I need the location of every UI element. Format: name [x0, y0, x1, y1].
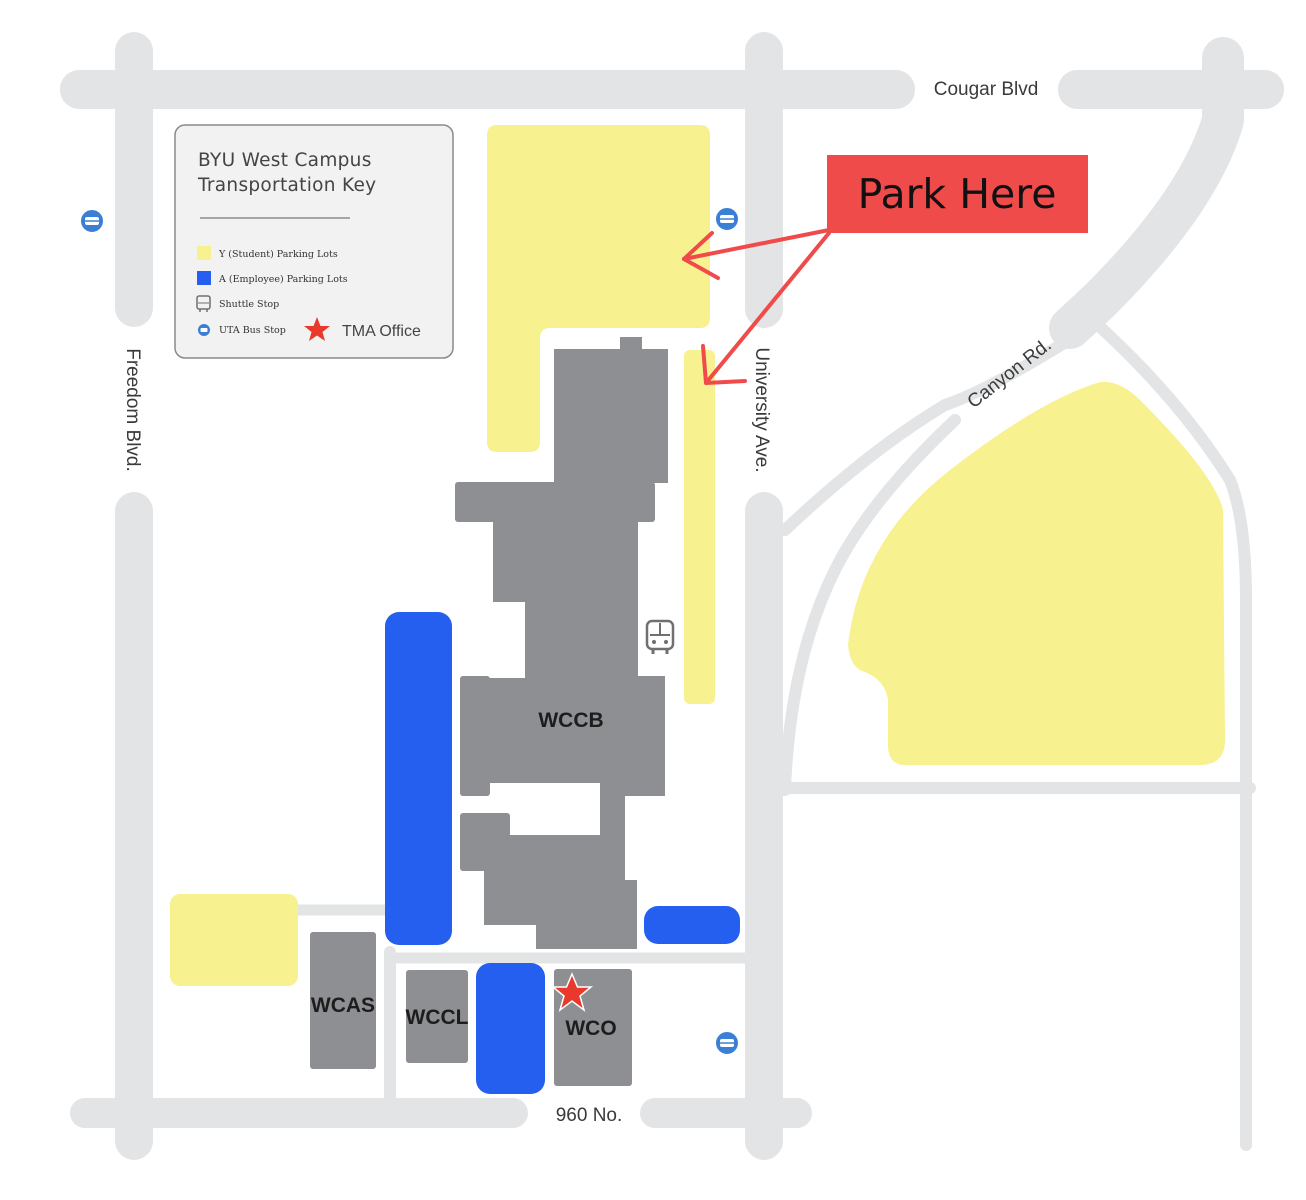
uta-bus-stop-icon[interactable] [79, 208, 105, 234]
road-east-curve [1092, 319, 1252, 1151]
roads [60, 32, 1284, 1160]
key-uta-bus-icon [198, 324, 210, 336]
transportation-key: BYU West Campus Transportation Key Y (St… [174, 124, 454, 359]
key-blue-square-icon [197, 271, 211, 285]
arrow-head-university-strip [701, 344, 747, 385]
arrow-head-north-lot [682, 231, 720, 280]
employee-lot-south [476, 963, 545, 1094]
key-yellow-square-icon [197, 246, 211, 260]
road-960-north-west [70, 1098, 528, 1128]
road-cougar-blvd-west [60, 70, 915, 109]
label-wco: WCO [565, 1017, 616, 1040]
arrow-to-north-lot [682, 228, 831, 261]
shuttle-stop-bus-icon[interactable] [645, 619, 675, 654]
label-wccl: WCCL [406, 1006, 469, 1029]
road-canyon-rd [1049, 37, 1244, 349]
key-item-uta-bus-stop: UTA Bus Stop [219, 325, 286, 336]
label-canyon-rd: Canyon Rd. [964, 335, 1056, 413]
student-lots [170, 125, 1225, 986]
road-cougar-blvd-east [1058, 70, 1284, 109]
road-university-ave-south [745, 492, 783, 1160]
uta-bus-stop-icon[interactable] [714, 206, 740, 232]
road-freedom-blvd-south [115, 492, 153, 1160]
park-here-text: Park Here [858, 170, 1057, 218]
key-title-line1: BYU West Campus [198, 150, 372, 171]
arrow-to-university-strip [704, 231, 831, 385]
label-wccb: WCCB [538, 709, 603, 732]
key-tma-office-label: TMA Office [342, 323, 421, 340]
label-960-north: 960 No. [556, 1105, 623, 1126]
key-item-student-lots: Y (Student) Parking Lots [218, 249, 338, 260]
key-title-line2: Transportation Key [197, 175, 376, 196]
label-wcas: WCAS [311, 994, 375, 1017]
park-here-box [827, 155, 1088, 233]
employee-lots [385, 612, 740, 1094]
student-lot-canyon [848, 381, 1225, 765]
road-canyon-rd-ramp-2 [779, 414, 961, 796]
student-lot-university-strip [684, 350, 715, 704]
student-lot-north [487, 125, 710, 452]
key-bus-icon [196, 295, 211, 312]
key-item-employee-lots: A (Employee) Parking Lots [218, 274, 348, 285]
building-wccb [455, 337, 668, 949]
tma-office-star-icon[interactable] [550, 972, 594, 1012]
label-freedom-blvd: Freedom Blvd. [122, 348, 143, 472]
road-canyon-rd-ramp-1 [779, 324, 1091, 536]
key-item-shuttle-stop: Shuttle Stop [219, 299, 279, 310]
road-freedom-blvd-north [115, 32, 153, 327]
key-box [174, 124, 454, 359]
key-red-star-icon [304, 317, 330, 341]
uta-bus-stop-icon[interactable] [714, 1030, 740, 1056]
park-here-callout: Park Here [682, 155, 1088, 385]
employee-lot-east [644, 906, 740, 944]
road-960-north-east [640, 1098, 812, 1128]
building-wcas [310, 932, 376, 1069]
employee-lot-west [385, 612, 452, 945]
student-lot-southwest [170, 894, 298, 986]
label-university-ave: University Ave. [751, 347, 772, 472]
buildings [310, 337, 668, 1086]
label-cougar-blvd: Cougar Blvd [934, 79, 1039, 100]
road-university-ave-north [745, 32, 783, 328]
building-wccl [406, 970, 468, 1063]
